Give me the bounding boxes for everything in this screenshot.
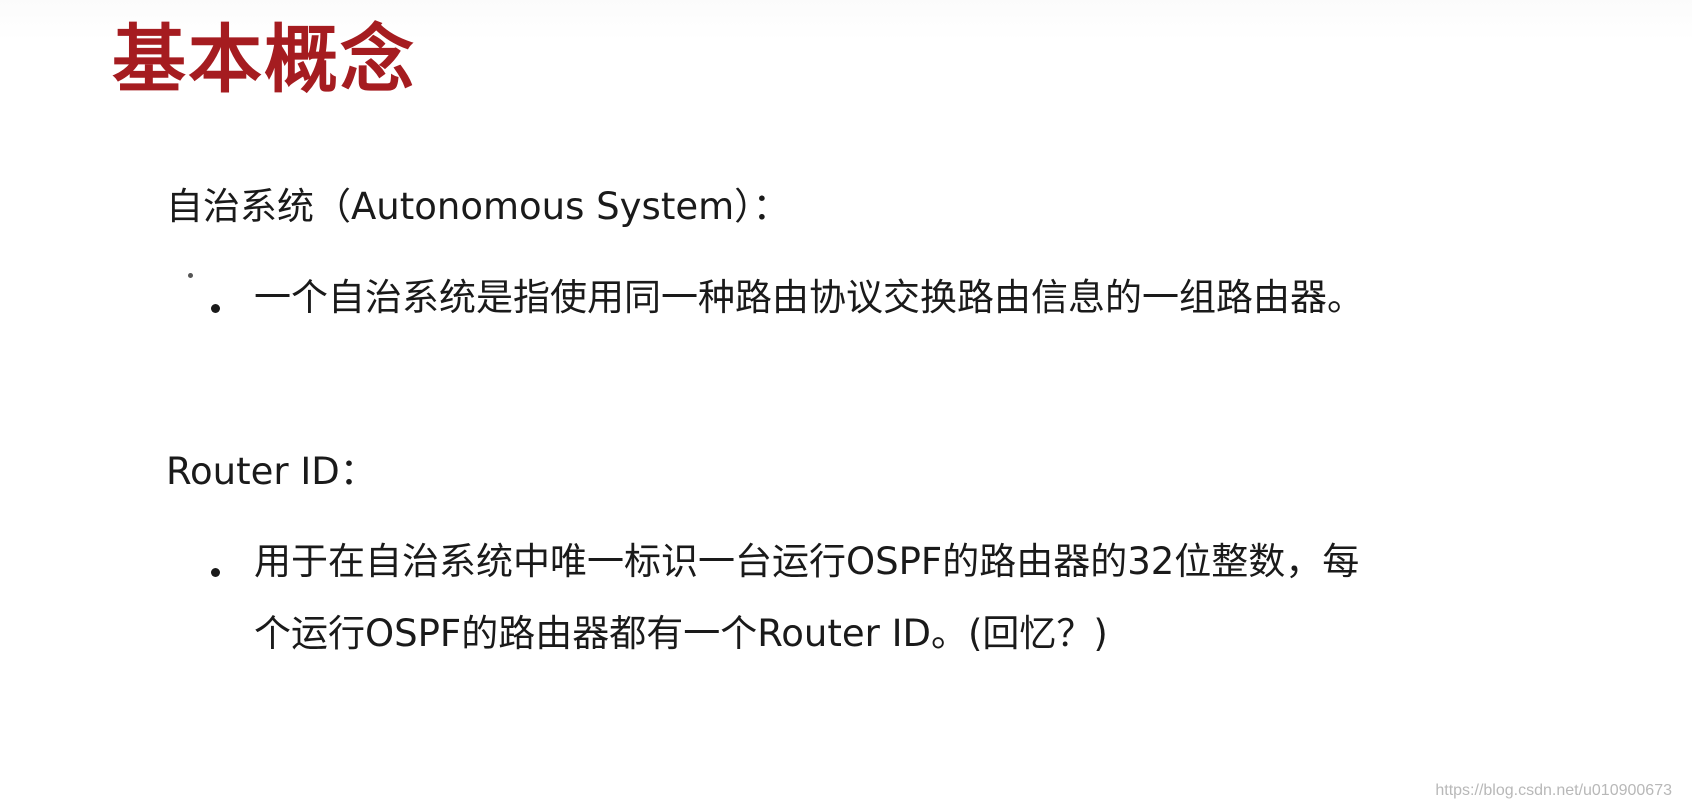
- bullet-dot-icon: [211, 568, 220, 577]
- stray-mark: [188, 273, 193, 278]
- bullet-text-autonomous-system: 一个自治系统是指使用同一种路由协议交换路由信息的一组路由器。: [254, 276, 1364, 319]
- bullet-text-router-id-line-2: 个运行OSPF的路由器都有一个Router ID。(回忆？): [254, 612, 1108, 655]
- section-heading-autonomous-system: 自治系统（Autonomous System）：: [166, 185, 790, 228]
- watermark-url: https://blog.csdn.net/u010900673: [1435, 782, 1672, 799]
- slide-title: 基本概念: [112, 17, 416, 103]
- bullet-text-router-id-line-1: 用于在自治系统中唯一标识一台运行OSPF的路由器的32位整数，每: [254, 540, 1360, 583]
- bullet-dot-icon: [211, 304, 220, 313]
- section-heading-router-id: Router ID：: [166, 450, 377, 493]
